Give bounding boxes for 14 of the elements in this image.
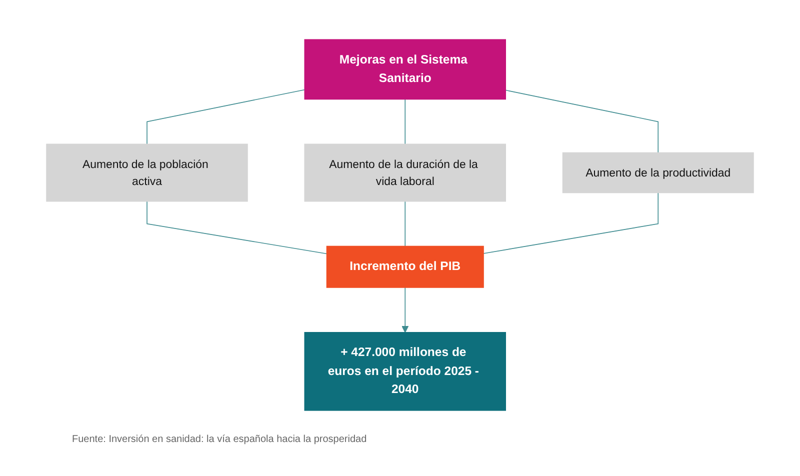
connector	[146, 89, 306, 145]
arrow	[402, 287, 409, 333]
node-box: Aumento de la duración de la vida laboral	[304, 144, 506, 202]
connector	[505, 90, 659, 154]
connector	[483, 192, 659, 254]
node-box: Aumento de la productividad	[562, 152, 754, 194]
connector	[404, 200, 406, 247]
node-box: Mejoras en el Sistema Sanitario	[304, 39, 506, 100]
node-box: + 427.000 millones de euros en el período 2025 - 2040	[304, 332, 506, 411]
connector	[404, 98, 406, 145]
node-box: Aumento de la población activa	[46, 144, 248, 202]
source-caption: Fuente: Inversión en sanidad: la vía española hacia la prosperidad	[72, 434, 367, 445]
connector	[146, 200, 328, 254]
node-box: Incremento del PIB	[326, 246, 484, 288]
